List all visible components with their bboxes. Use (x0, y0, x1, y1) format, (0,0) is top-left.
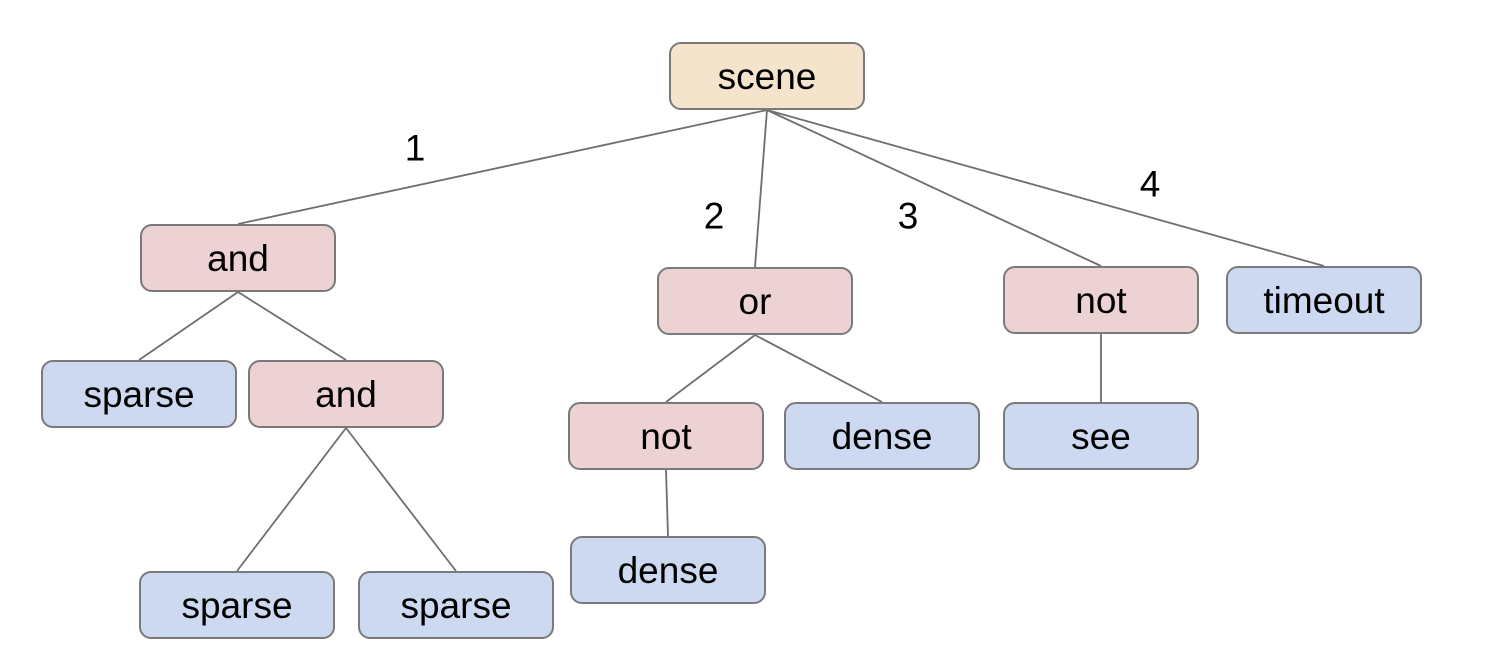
tree-node-or1: or (657, 267, 853, 335)
edge-label-3: 3 (898, 196, 919, 237)
edge-line-or1-not2 (665, 334, 756, 403)
edge-line-scene-or1 (754, 109, 768, 268)
tree-node-sparse2: sparse (139, 571, 335, 639)
edge-line-and1-sparse1 (138, 291, 239, 361)
edge-line-not2-dense2 (665, 469, 669, 537)
tree-node-and1: and (140, 224, 336, 292)
edge-label-2: 2 (704, 196, 725, 237)
tree-node-scene: scene (669, 42, 865, 110)
edge-label-1: 1 (405, 128, 426, 169)
tree-node-sparse1: sparse (41, 360, 237, 428)
edge-line-and1-and2 (237, 291, 347, 361)
tree-node-not2: not (568, 402, 764, 470)
tree-node-timeout: timeout (1226, 266, 1422, 334)
tree-node-and2: and (248, 360, 444, 428)
edge-line-scene-timeout (766, 109, 1325, 267)
edge-line-scene-and1 (237, 109, 768, 225)
edge-line-or1-dense1 (754, 334, 883, 403)
edge-line-and2-sparse3 (345, 427, 457, 572)
tree-node-not1: not (1003, 266, 1199, 334)
tree-node-dense2: dense (570, 536, 766, 604)
edge-line-scene-not1 (766, 109, 1102, 267)
edge-line-and2-sparse2 (236, 427, 347, 572)
tree-node-sparse3: sparse (358, 571, 554, 639)
edge-label-4: 4 (1140, 164, 1161, 205)
tree-node-dense1: dense (784, 402, 980, 470)
tree-node-see: see (1003, 402, 1199, 470)
